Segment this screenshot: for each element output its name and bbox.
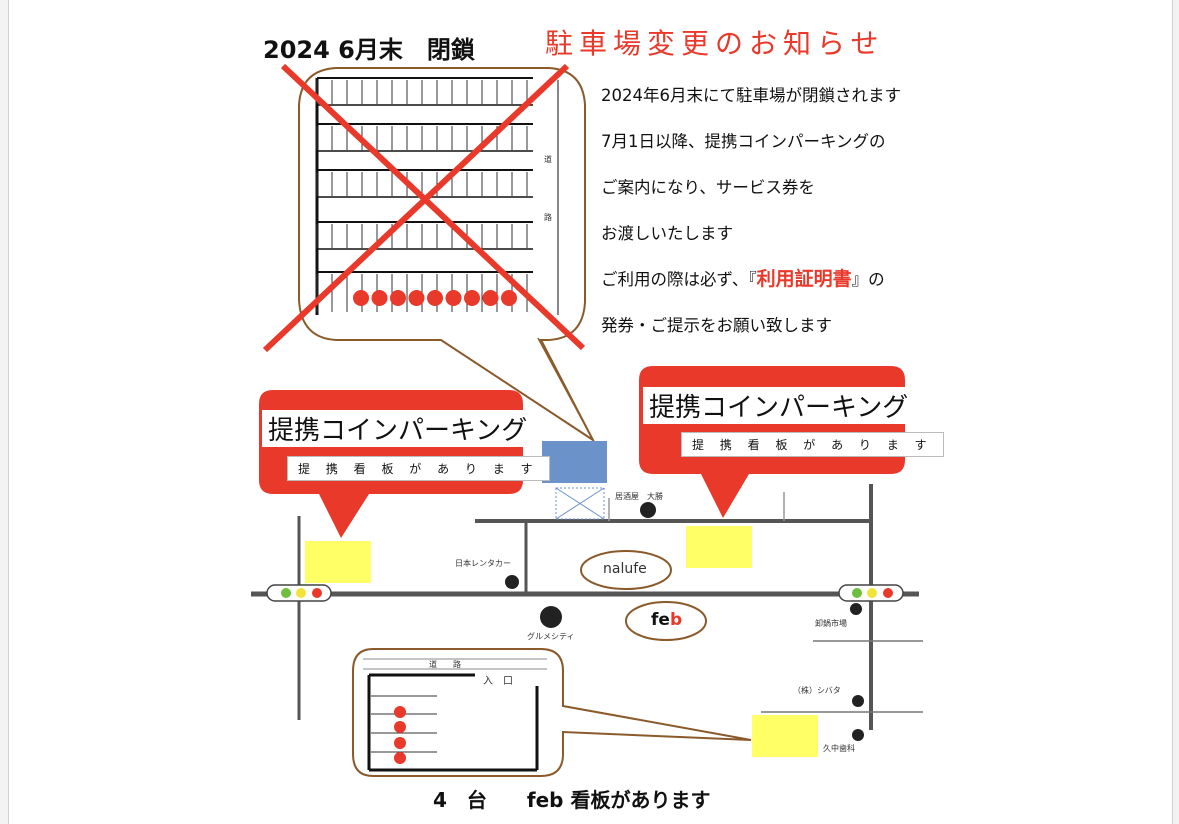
market-dot [850,603,862,615]
left-callout-sub: 提 携 看 板 が あ り ま す [287,456,550,481]
old-lot-car-dot [427,290,443,306]
feb-label-b: b [669,610,683,630]
old-lot-car-dot [445,290,462,306]
shibata-dot [852,695,864,707]
gourmet-dot [540,606,562,628]
notice-line-1: 2024年6月末にて駐車場が閉鎖されます [601,86,901,105]
feb-parking [752,715,818,757]
dental-label: 久中歯科 [823,744,855,753]
closure-cross-1 [280,63,586,351]
feb-lot-layout [363,658,547,772]
building-blue [542,441,607,483]
nalufe-label: nalufe [603,561,647,577]
old-lot-layout [315,77,559,315]
traffic-light-right [838,584,904,602]
old-lot-car-dot [390,290,406,306]
old-lot-car-dot [353,290,369,306]
shibata-label: （株）シバタ [793,686,841,695]
old-lot-car-dot [501,290,517,306]
feb-lot-car-dot [394,706,406,718]
notice-line-3: ご案内になり、サービス券を [601,178,815,197]
coin-parking-left [305,541,371,583]
closure-notice: 2024 6月末 閉鎖 [263,36,475,64]
coin-parking-right [686,526,752,568]
footer-caption: 4 台 feb 看板があります [433,788,711,812]
map-graphic [251,63,923,777]
closure-cross-2 [262,63,570,353]
nalufe-oval [580,550,672,590]
feb-lot-road-label: 道 路 [429,660,461,669]
traffic-light-left [266,584,332,602]
old-lot-road-label-2: 路 [544,213,552,222]
notice-line-5: ご利用の際は必ず、『利用証明書』の [601,264,885,291]
certificate-highlight: 利用証明書 [756,268,852,290]
dental-dot [852,729,864,741]
feb-lot-car-dot [394,721,406,733]
gourmet-label: グルメシティ [527,632,575,641]
feb-label-fe: fe [651,610,670,630]
old-lot-car-dot [408,290,425,306]
notice-line-5-pre: ご利用の際は必ず、『 [601,270,757,289]
old-lot-car-dot [464,290,480,306]
old-lot-car-dot [482,290,499,306]
notice-page: 2024 6月末 閉鎖 駐車場変更のお知らせ 2024年6月末にて駐車場が閉鎖さ… [8,0,1173,824]
old-lot-car-dot [371,290,388,306]
notice-line-6: 発券・ご提示をお願い致します [601,316,832,335]
feb-lot-bubble [352,648,752,777]
notice-line-2: 7月1日以降、提携コインパーキングの [601,132,886,151]
notice-line-5-post: 』の [851,270,885,289]
rental-label: 日本レンタカー [455,559,511,568]
izakaya-dot [640,502,656,518]
notice-title: 駐車場変更のお知らせ [545,27,885,60]
left-callout-title: 提携コインパーキング [262,410,534,447]
feb-oval [625,601,707,641]
feb-label: feb [651,610,682,630]
feb-lot-car-dot [394,752,406,764]
feb-lot-entrance-label: 入 口 [483,676,513,687]
old-lot-road-label-1: 道 [544,155,552,164]
rental-dot [505,575,519,589]
market-label: 卸鍋市場 [815,619,847,628]
right-callout-sub: 提 携 看 板 が あ り ま す [681,432,944,457]
feb-lot-car-dot [394,737,406,749]
right-callout-title: 提携コインパーキング [643,387,915,424]
notice-line-4: お渡しいたします [601,224,733,243]
izakaya-label: 居酒屋 大勝 [615,492,663,501]
